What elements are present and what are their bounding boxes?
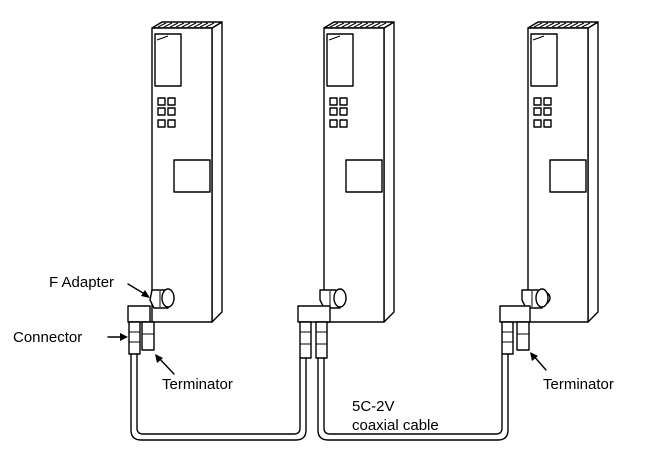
plc-unit-middle: [323, 21, 395, 323]
arrow-f-adapter: [127, 283, 150, 298]
arrow-terminator-left: [155, 354, 175, 375]
terminator-label-right: Terminator: [543, 376, 614, 393]
cable-description-label: coaxial cable: [352, 417, 439, 434]
f-adapter-label: F Adapter: [49, 274, 115, 291]
adapter-assembly-left: [127, 288, 175, 355]
plc-unit-right: [527, 21, 599, 323]
adapter-assembly-middle: [297, 288, 347, 359]
coaxial-cable-right: [317, 353, 509, 441]
arrow-terminator-right: [530, 352, 547, 371]
arrow-connector: [107, 333, 128, 341]
plc-unit-left: [151, 21, 223, 323]
connector-label: Connector: [13, 329, 83, 346]
adapter-assembly-right: [499, 288, 549, 355]
terminator-label-left: Terminator: [162, 376, 233, 393]
coaxial-cable-left: [130, 353, 307, 441]
cable-type-label: 5C-2V: [352, 398, 395, 415]
